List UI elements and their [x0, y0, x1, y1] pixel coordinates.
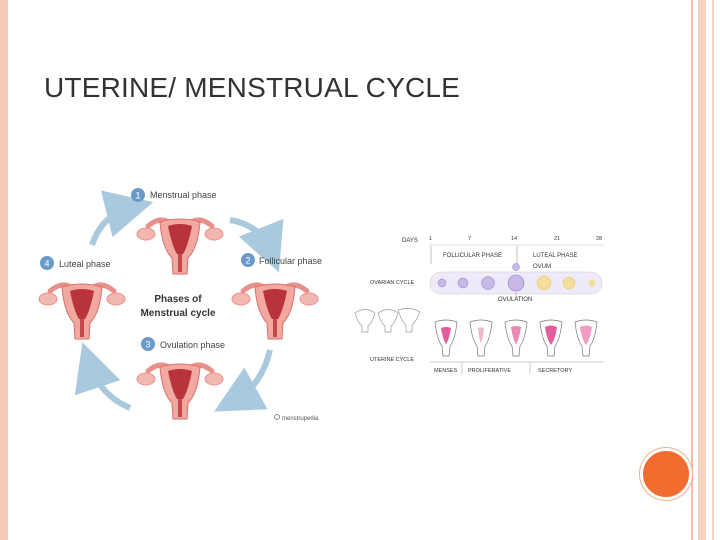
follicular-phase-label: FOLLICULAR PHASE	[443, 253, 502, 259]
day-tick-7: 7	[468, 236, 471, 242]
uterus-menstrual-icon	[137, 219, 223, 274]
phase-3-label: Ovulation phase	[160, 340, 225, 350]
left-border-bar	[0, 0, 8, 540]
phase-2-badge: 2	[245, 256, 250, 266]
ovulation-label: OVULATION	[498, 297, 532, 303]
center-title-line1: Phases of	[154, 294, 202, 305]
right-border-bar	[698, 0, 706, 540]
uterus-outline-icon	[355, 308, 420, 332]
uterus-follicular-icon	[232, 284, 318, 339]
uterus-ovulation-icon	[137, 364, 223, 419]
cycle-arrow-top-right	[230, 220, 270, 250]
phase-1-label-group: 1 Menstrual phase	[131, 188, 217, 202]
proliferative-label: PROLIFERATIVE	[468, 368, 511, 374]
day-tick-28: 28	[596, 236, 602, 242]
slide-title: UTERINE/ MENSTRUAL CYCLE	[44, 72, 460, 104]
cycle-diagram: DAYS 1 7 14 21 28 FOLLICULAR PHASE LUTEA…	[350, 228, 612, 378]
phase-1-badge: 1	[135, 191, 140, 201]
copyright-icon	[275, 415, 280, 420]
phase-2-label: Follicular phase	[259, 256, 322, 266]
cycle-arrow-bottom-right	[235, 350, 270, 400]
cycle-arrow-top-left	[92, 208, 130, 245]
phase-2-label-group: 2 Follicular phase	[241, 253, 322, 267]
uterine-cycle-icons	[435, 320, 597, 356]
menses-label: MENSES	[434, 368, 458, 374]
right-border-line	[691, 0, 693, 540]
cycle-arrow-bottom-left	[90, 365, 130, 408]
ovarian-cycle-label: OVARIAN CYCLE	[370, 280, 415, 286]
phase-3-badge: 3	[145, 340, 150, 350]
secretory-label: SECRETORY	[538, 368, 572, 374]
day-tick-1: 1	[429, 236, 432, 242]
ovum-label: OVUM	[533, 264, 551, 270]
right-border-edge	[712, 0, 714, 540]
phase-1-label: Menstrual phase	[150, 190, 217, 200]
phases-diagram: 1 Menstrual phase 2 Follicular phase 3 O…	[30, 180, 330, 430]
days-label: DAYS	[402, 238, 418, 244]
phase-4-badge: 4	[44, 259, 49, 269]
center-title-line2: Menstrual cycle	[140, 308, 215, 319]
credit-text: menstrupedia	[282, 416, 319, 422]
luteal-phase-label: LUTEAL PHASE	[533, 253, 577, 259]
phase-4-label-group: 4 Luteal phase	[40, 256, 111, 270]
orange-circle-decoration	[640, 448, 692, 500]
phase-4-label: Luteal phase	[59, 259, 111, 269]
phase-3-label-group: 3 Ovulation phase	[141, 337, 225, 351]
uterus-luteal-icon	[39, 284, 125, 339]
uterine-cycle-label: UTERINE CYCLE	[370, 357, 414, 363]
day-tick-14: 14	[511, 236, 517, 242]
day-tick-21: 21	[554, 236, 560, 242]
